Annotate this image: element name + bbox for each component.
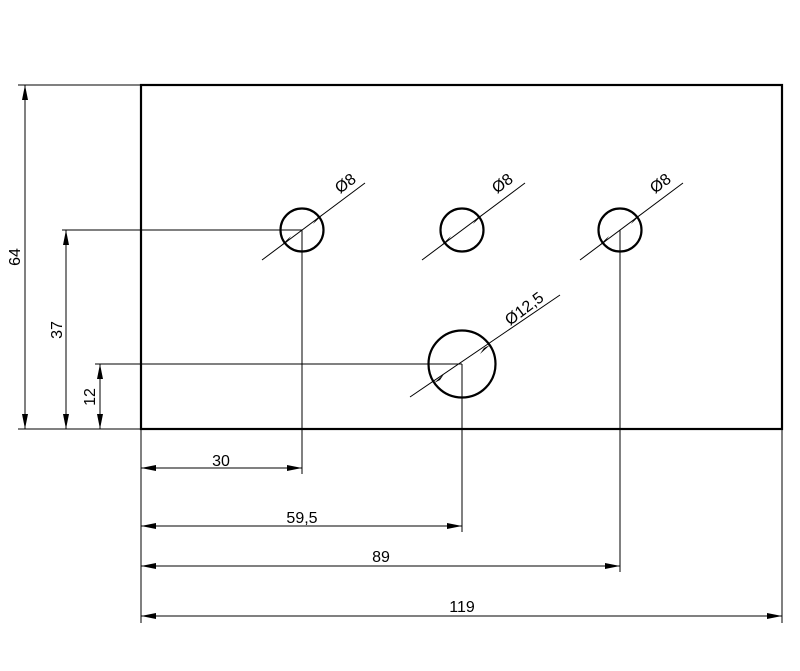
dim-59-5-label: 59,5 xyxy=(286,510,317,527)
hole-2-label: Ø8 xyxy=(489,171,516,197)
dim-64-label: 64 xyxy=(7,248,24,266)
dim-59-5 xyxy=(141,523,462,529)
dim-30-label: 30 xyxy=(212,453,230,470)
dim-37 xyxy=(63,230,69,429)
dim-37-label: 37 xyxy=(49,321,66,339)
dim-12 xyxy=(97,364,103,429)
dim-64 xyxy=(22,85,28,429)
dim-119-label: 119 xyxy=(449,599,475,616)
dim-89-label: 89 xyxy=(372,549,390,566)
hole-3-label: Ø8 xyxy=(647,171,674,197)
dim-89 xyxy=(141,563,620,569)
hole-4-label: Ø12,5 xyxy=(502,289,547,329)
dim-30 xyxy=(141,465,302,471)
diameter-leaders xyxy=(261,182,684,398)
dim-119 xyxy=(141,613,782,619)
hole-1-label: Ø8 xyxy=(332,171,359,197)
hole-2 xyxy=(439,207,485,253)
horizontal-extension-lines xyxy=(140,230,783,623)
dim-12-label: 12 xyxy=(82,388,99,406)
vertical-extension-lines xyxy=(18,84,462,430)
